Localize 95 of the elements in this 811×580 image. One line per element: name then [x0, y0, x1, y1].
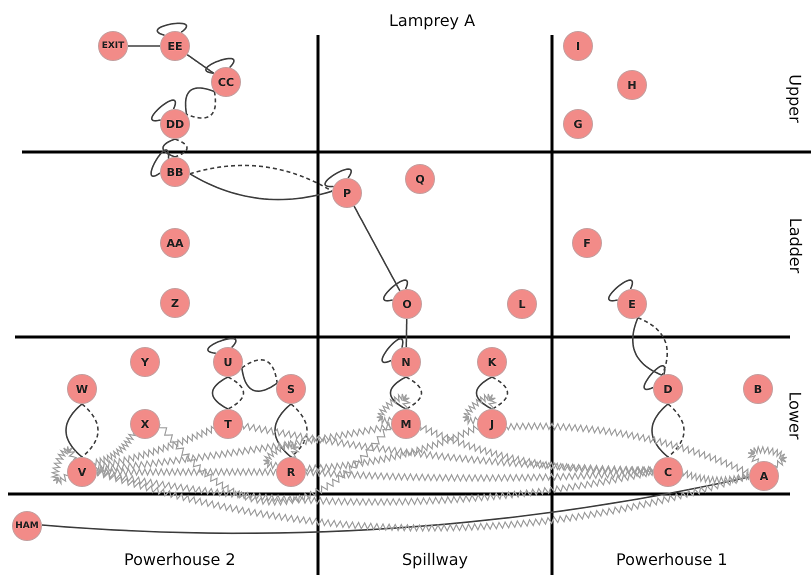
connector-line	[190, 164, 332, 192]
connector-line	[241, 368, 278, 392]
self-loop	[376, 393, 412, 426]
connector-line	[420, 424, 654, 475]
station-node: P	[332, 178, 362, 208]
station-node: R	[276, 457, 306, 487]
station-node: H	[617, 70, 647, 100]
station-node: EXIT	[98, 31, 128, 61]
connector-line	[242, 422, 654, 475]
connector-line	[241, 359, 278, 384]
connector-line	[682, 470, 750, 485]
station-node: G	[563, 109, 593, 139]
station-node: F	[572, 228, 602, 258]
station-node: AA	[160, 228, 190, 258]
connector-line	[406, 376, 422, 410]
connector-line	[96, 422, 392, 474]
connector-line	[96, 468, 654, 506]
row-label: Lower	[785, 391, 804, 439]
connector-line	[186, 54, 214, 74]
self-loop	[747, 444, 788, 469]
connector-line	[651, 403, 669, 458]
row-label: Ladder	[786, 217, 805, 273]
connector-line	[162, 138, 176, 158]
connector-line	[96, 470, 750, 532]
connector-line	[184, 87, 215, 115]
self-loop	[383, 279, 408, 302]
station-node: W	[67, 374, 97, 404]
connector-line	[492, 376, 508, 410]
column-label: Powerhouse 2	[124, 550, 236, 568]
connector-line	[190, 173, 332, 200]
station-node: S	[276, 374, 306, 404]
self-loop	[151, 99, 176, 122]
self-loop	[262, 440, 300, 470]
station-node: Y	[130, 347, 160, 377]
station-node: BB	[160, 157, 190, 187]
connector-line	[158, 422, 392, 506]
connector-line	[353, 206, 401, 292]
station-node: Z	[160, 288, 190, 318]
connector-line	[186, 91, 216, 119]
self-loop	[462, 393, 498, 426]
station-node: L	[507, 289, 537, 319]
connector-line	[274, 403, 292, 458]
station-node: M	[391, 409, 421, 439]
connector-line	[228, 376, 244, 410]
self-loop	[205, 58, 235, 74]
station-node: U	[213, 347, 243, 377]
connector-line	[128, 45, 160, 47]
column-label: Powerhouse 1	[616, 550, 728, 568]
self-loop	[207, 338, 237, 354]
station-node: O	[392, 289, 422, 319]
self-loop	[50, 446, 78, 486]
station-node: C	[653, 457, 683, 487]
row-label: Upper	[786, 74, 805, 122]
connector-line	[632, 318, 662, 376]
station-node: DD	[160, 109, 190, 139]
connector-line	[93, 432, 137, 468]
station-node: D	[653, 374, 683, 404]
connector-line	[96, 468, 277, 476]
station-node: CC	[211, 67, 241, 97]
connector-line	[506, 422, 749, 476]
station-node: A	[749, 461, 779, 491]
connector-line	[638, 317, 668, 376]
station-node: J	[477, 409, 507, 439]
connector-line	[96, 425, 214, 472]
self-loop	[156, 22, 188, 36]
station-node: Q	[405, 164, 435, 194]
connector-line	[42, 476, 750, 534]
self-loop	[150, 149, 170, 178]
station-node: I	[563, 31, 593, 61]
connector-line	[305, 424, 480, 473]
connector-line	[65, 403, 83, 458]
self-loop	[381, 338, 404, 364]
column-label: Spillway	[402, 550, 468, 568]
station-node: X	[130, 409, 160, 439]
connector-line	[290, 403, 308, 458]
connector-line	[212, 376, 228, 410]
station-node: N	[391, 347, 421, 377]
station-node: T	[213, 409, 243, 439]
connector-line	[406, 319, 408, 347]
station-node: HAM	[12, 511, 42, 541]
self-loop	[643, 365, 666, 390]
connector-line	[667, 403, 685, 458]
connector-line	[174, 138, 188, 158]
connector-line	[390, 376, 406, 410]
connector-line	[476, 376, 492, 410]
self-loop	[324, 168, 352, 188]
station-node: V	[67, 457, 97, 487]
connector-line	[81, 403, 99, 458]
station-node: EE	[160, 31, 190, 61]
station-node: K	[477, 347, 507, 377]
diagram-title: Lamprey A	[389, 10, 476, 30]
connector-line	[306, 468, 654, 482]
station-node: E	[617, 289, 647, 319]
station-node: B	[743, 374, 773, 404]
self-loop	[608, 279, 634, 302]
